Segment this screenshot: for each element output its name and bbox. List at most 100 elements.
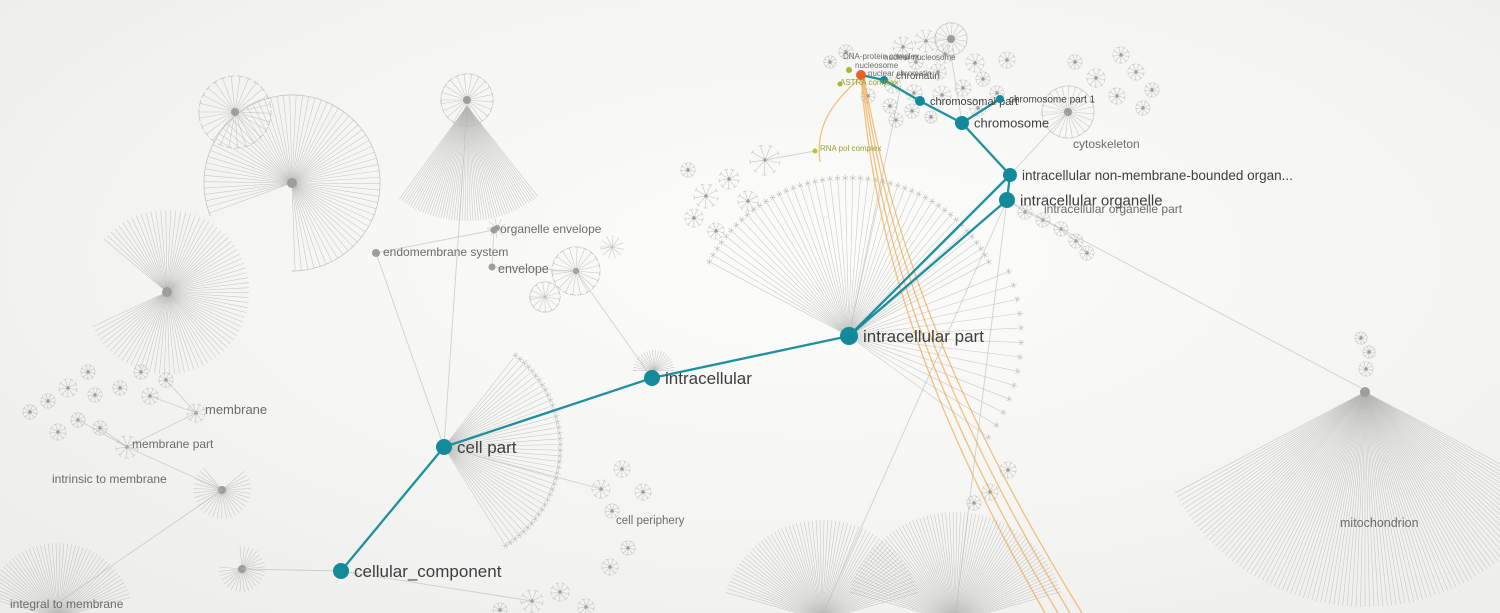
mini-term-node[interactable]: [498, 608, 502, 612]
mini-term-node[interactable]: [910, 109, 914, 113]
graph-edge: [1202, 391, 1366, 534]
mini-term-node[interactable]: [914, 60, 918, 64]
mini-term-node[interactable]: [1094, 76, 1098, 80]
graph-edge: [445, 85, 468, 101]
graph-node-cell-part[interactable]: [436, 439, 452, 455]
green-term-node[interactable]: [812, 148, 818, 154]
mini-term-node[interactable]: [844, 50, 848, 54]
mini-term-node[interactable]: [901, 45, 905, 49]
mini-term-node[interactable]: [139, 370, 143, 374]
fan-cluster: [725, 520, 919, 613]
mini-term-node[interactable]: [961, 86, 965, 90]
mini-term-node[interactable]: [626, 546, 630, 550]
mini-term-node[interactable]: [1134, 70, 1138, 74]
gray-term-node[interactable]: [490, 226, 498, 234]
graph-node-cellular-component[interactable]: [333, 563, 349, 579]
graph-node-intracellular-organelle[interactable]: [999, 192, 1015, 208]
mini-term-node[interactable]: [1150, 88, 1154, 92]
fan-hub-node[interactable]: [162, 287, 172, 297]
mini-term-node[interactable]: [940, 93, 944, 97]
graph-edge: [925, 194, 928, 198]
gray-term-node[interactable]: [488, 263, 496, 271]
mini-term-node[interactable]: [976, 106, 980, 110]
graph-edge: [378, 167, 380, 174]
mini-term-node[interactable]: [973, 61, 977, 65]
mini-term-node[interactable]: [981, 77, 985, 81]
mini-term-node[interactable]: [995, 91, 999, 95]
mini-term-node[interactable]: [610, 509, 614, 513]
mini-term-node[interactable]: [86, 370, 90, 374]
mini-term-node[interactable]: [1367, 350, 1371, 354]
mini-term-node[interactable]: [924, 39, 928, 43]
graph-edge: [823, 56, 827, 61]
mini-term-node[interactable]: [1115, 94, 1119, 98]
graph-edge: [116, 439, 120, 444]
mini-term-node[interactable]: [620, 467, 624, 471]
graph-edge: [291, 104, 334, 184]
mini-term-node[interactable]: [704, 194, 708, 198]
mini-term-node[interactable]: [912, 91, 916, 95]
mini-term-node[interactable]: [66, 386, 70, 390]
gray-term-node[interactable]: [372, 249, 380, 257]
mini-term-node[interactable]: [28, 410, 32, 414]
graph-node-intracellular[interactable]: [644, 370, 660, 386]
graph-edge: [739, 563, 813, 613]
graph-edge: [1052, 111, 1069, 134]
graph-node-intracellular-part[interactable]: [840, 327, 858, 345]
graph-edge: [526, 589, 531, 592]
graph-edge: [1366, 361, 1371, 364]
mini-term-node[interactable]: [1073, 60, 1077, 64]
mini-term-node[interactable]: [746, 199, 750, 203]
mini-term-node[interactable]: [558, 590, 562, 594]
fan-cluster: [399, 105, 539, 221]
mini-term-node[interactable]: [1005, 58, 1009, 62]
mini-term-node[interactable]: [943, 52, 947, 56]
fan-hub-node[interactable]: [1360, 387, 1370, 397]
mini-term-node[interactable]: [93, 393, 97, 397]
mini-term-node[interactable]: [56, 430, 60, 434]
mini-term-node[interactable]: [929, 115, 933, 119]
graph-node-intracellular-non-membrane-bounded-organelle[interactable]: [1003, 168, 1017, 182]
mini-term-node[interactable]: [972, 501, 976, 505]
fan-hub-node[interactable]: [463, 96, 471, 104]
mini-term-node[interactable]: [686, 168, 690, 172]
fan-hub-node[interactable]: [947, 35, 955, 43]
mini-term-node[interactable]: [46, 399, 50, 403]
mini-term-node[interactable]: [828, 60, 832, 64]
mini-term-node[interactable]: [692, 216, 696, 220]
mini-term-node[interactable]: [1359, 336, 1363, 340]
graph-edge: [443, 362, 525, 448]
mini-term-node[interactable]: [118, 386, 122, 390]
graph-node-chromosome[interactable]: [955, 116, 969, 130]
mini-term-node[interactable]: [608, 565, 612, 569]
graph-edge: [443, 421, 558, 448]
mini-term-node[interactable]: [936, 70, 940, 74]
mini-term-node[interactable]: [641, 490, 645, 494]
graph-edge: [1364, 391, 1500, 551]
graph-edge: [166, 291, 213, 361]
mini-term-node[interactable]: [1006, 468, 1010, 472]
graph-edge: [142, 400, 147, 404]
graph-node-chromosomal-part[interactable]: [915, 96, 925, 106]
graph-edge: [593, 493, 597, 498]
mini-term-node[interactable]: [1119, 53, 1123, 57]
graph-node-chromosome-part-1[interactable]: [996, 95, 1004, 103]
nucleosome-highlight-node[interactable]: [856, 70, 866, 80]
mini-term-node[interactable]: [888, 104, 892, 108]
graph-edge: [1067, 87, 1076, 113]
mini-term-node[interactable]: [1364, 367, 1368, 371]
mini-term-node[interactable]: [584, 605, 588, 609]
mini-term-node[interactable]: [727, 177, 731, 181]
graph-edge: [113, 391, 118, 395]
mini-term-node[interactable]: [1141, 106, 1145, 110]
mini-term-node[interactable]: [894, 118, 898, 122]
fan-hub-node[interactable]: [287, 178, 297, 188]
mini-term-node[interactable]: [714, 229, 718, 233]
graph-edge: [575, 248, 585, 272]
fan-hub-node[interactable]: [231, 108, 239, 116]
graph-node-chromatin-node[interactable]: [880, 76, 888, 84]
green-term-node[interactable]: [837, 81, 843, 87]
green-term-node[interactable]: [846, 67, 852, 73]
